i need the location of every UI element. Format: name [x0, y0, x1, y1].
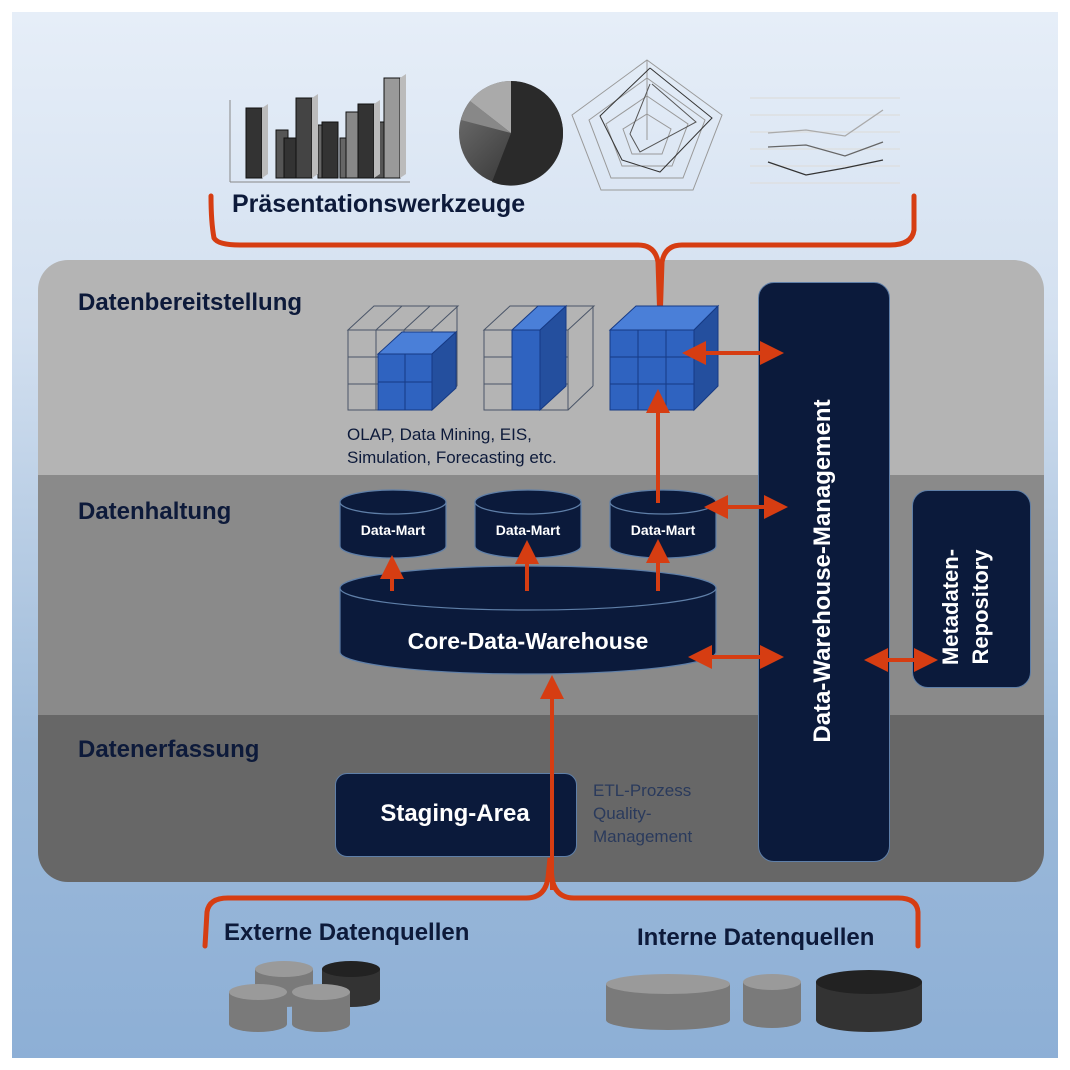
staging-area-box[interactable] [335, 773, 577, 857]
provision-note: OLAP, Data Mining, EIS, Simulation, Fore… [347, 423, 557, 469]
metadata-line: Repository [968, 549, 993, 665]
provision-note-line: Simulation, Forecasting etc. [347, 448, 557, 467]
etl-note-line: ETL-Prozess [593, 781, 692, 800]
data-mart-label-1: Data-Mart [360, 522, 426, 538]
internal-source-cylinders [606, 970, 922, 1032]
layer-title-capture: Datenerfassung [78, 736, 260, 763]
external-sources-label: Externe Datenquellen [224, 919, 470, 946]
pie-chart-icon [459, 81, 564, 186]
external-source-cylinders [229, 961, 380, 1032]
core-dw-label: Core-Data-Warehouse [407, 628, 649, 654]
etl-note-line: Management [593, 827, 693, 846]
olap-cube-1 [346, 305, 460, 412]
internal-sources-label: Interne Datenquellen [637, 924, 875, 951]
data-mart-label-3: Data-Mart [630, 522, 696, 538]
etl-note-line: Quality- [593, 804, 652, 823]
bar-chart-3d-icon [229, 74, 410, 183]
layer-title-provision: Datenbereitstellung [78, 289, 303, 316]
line-chart-icon [750, 97, 900, 184]
olap-cube-3 [608, 304, 720, 412]
dw-management-label: Data-Warehouse-Management [809, 399, 836, 743]
core-dw-cylinder [339, 565, 717, 675]
provision-note-line: OLAP, Data Mining, EIS, [347, 425, 532, 444]
radar-chart-icon [571, 59, 723, 191]
data-mart-label-2: Data-Mart [495, 522, 561, 538]
olap-cube-2 [482, 304, 596, 412]
metadata-line: Metadaten- [938, 548, 963, 666]
staging-area-label: Staging-Area [380, 800, 530, 827]
presentation-bracket [208, 193, 917, 325]
etl-note: ETL-Prozess Quality- Management [593, 779, 692, 848]
metadata-repository-label: Metadaten- Repository [936, 512, 1006, 702]
layer-title-storage: Datenhaltung [78, 498, 232, 525]
dw-management-box[interactable] [758, 282, 890, 862]
presentation-tools-label: Präsentationswerkzeuge [232, 190, 526, 218]
